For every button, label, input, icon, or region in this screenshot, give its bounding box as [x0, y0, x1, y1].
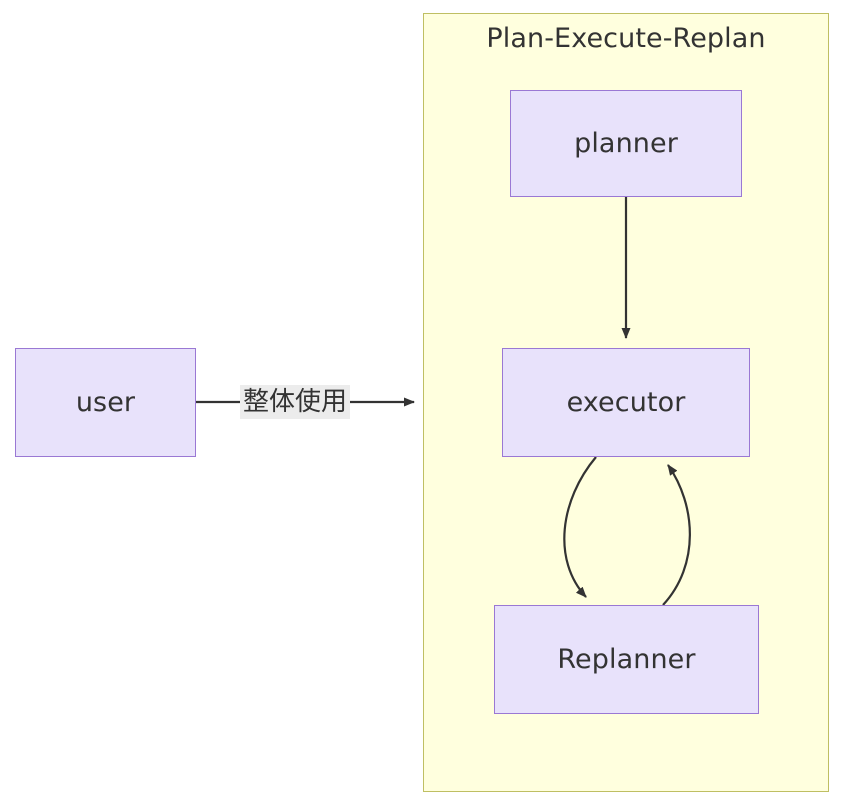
node-replanner[interactable]: Replanner	[494, 605, 759, 714]
node-executor[interactable]: executor	[502, 348, 750, 457]
node-planner-label: planner	[574, 128, 678, 159]
node-replanner-label: Replanner	[557, 644, 696, 675]
edge-label-user-to-executor: 整体使用	[240, 385, 351, 419]
node-user[interactable]: user	[15, 348, 196, 457]
node-user-label: user	[75, 387, 136, 418]
edge-executor-to-replanner	[563, 456, 597, 598]
node-planner[interactable]: planner	[510, 90, 742, 197]
subgraph-title: Plan-Execute-Replan	[486, 23, 766, 54]
edge-replanner-to-executor	[662, 464, 691, 606]
node-executor-label: executor	[566, 387, 686, 418]
